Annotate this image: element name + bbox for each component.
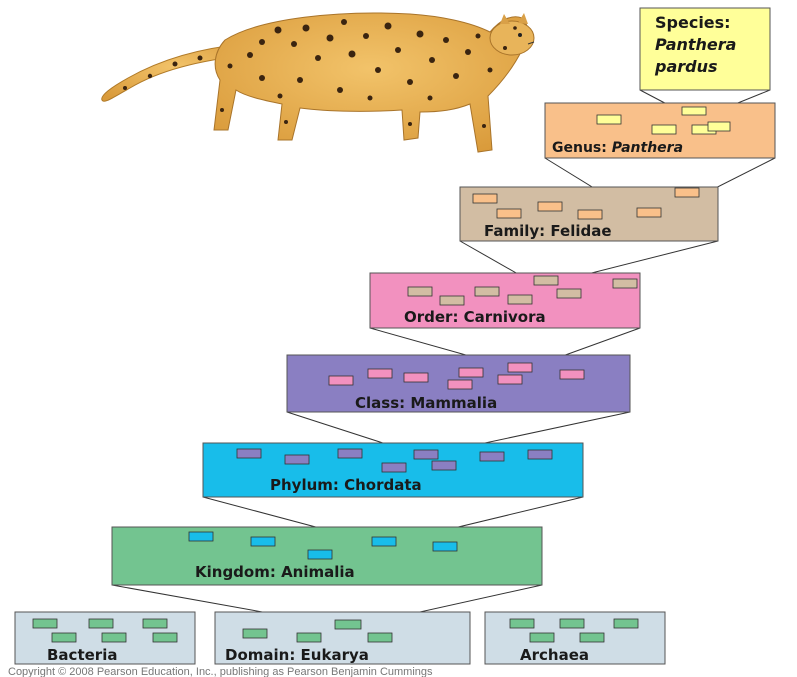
taxon-marker	[472, 193, 498, 204]
archaea-label: Archaea	[520, 646, 589, 664]
taxon-marker	[381, 462, 407, 473]
taxon-marker	[707, 121, 731, 132]
domain-bacteria-box: Bacteria	[14, 611, 196, 665]
species-label: Species:	[655, 13, 731, 32]
taxon-marker	[328, 375, 354, 386]
bacteria-label: Bacteria	[47, 646, 117, 664]
class-label: Class: Mammalia	[355, 394, 497, 412]
taxon-marker	[250, 536, 276, 547]
taxon-marker	[407, 286, 433, 297]
taxon-marker	[236, 448, 262, 459]
taxon-marker	[337, 448, 363, 459]
taxon-marker	[577, 209, 603, 220]
taxon-marker	[242, 628, 268, 639]
taxon-marker	[367, 368, 393, 379]
taxon-marker	[51, 632, 77, 643]
taxon-marker	[556, 288, 582, 299]
family-box: Family: Felidae	[459, 186, 719, 242]
kingdom-marker	[334, 619, 362, 630]
taxon-marker	[284, 454, 310, 465]
taxon-marker	[537, 201, 563, 212]
taxon-marker	[439, 295, 465, 306]
taxon-marker	[479, 451, 505, 462]
taxon-marker	[509, 618, 535, 629]
phylum-box: Phylum: Chordata	[202, 442, 584, 498]
class-marker	[413, 449, 439, 460]
order-label: Order: Carnivora	[404, 308, 546, 326]
order-box: Order: Carnivora	[369, 272, 641, 329]
taxon-marker	[579, 632, 605, 643]
taxon-marker	[639, 7, 771, 91]
taxon-marker	[507, 294, 533, 305]
phylum-marker	[371, 536, 397, 547]
taxon-marker	[674, 187, 700, 198]
family-marker	[533, 275, 559, 286]
taxon-marker	[559, 618, 585, 629]
order-marker	[507, 362, 533, 373]
taxon-marker	[431, 460, 457, 471]
class-box: Class: Mammalia	[286, 354, 631, 413]
phylum-label: Phylum: Chordata	[270, 476, 422, 494]
eukarya-label: Domain: Eukarya	[225, 646, 369, 664]
taxon-marker	[369, 272, 641, 329]
domain-eukarya-box: Domain: Eukarya	[214, 611, 471, 665]
taxon-marker	[403, 372, 429, 383]
taxon-marker	[559, 369, 585, 380]
taxon-marker	[88, 618, 114, 629]
taxon-marker	[152, 632, 178, 643]
copyright-text: Copyright © 2008 Pearson Education, Inc.…	[8, 666, 433, 677]
taxon-marker	[447, 379, 473, 390]
taxon-marker	[496, 208, 522, 219]
species-name-line2: pardus	[654, 57, 718, 76]
genus-label: Genus: Panthera	[552, 140, 683, 156]
taxon-marker	[458, 367, 484, 378]
taxon-marker	[527, 449, 553, 460]
taxon-marker	[596, 114, 622, 125]
taxon-marker	[613, 618, 639, 629]
taxon-marker	[142, 618, 168, 629]
taxon-marker	[497, 374, 523, 385]
family-label: Family: Felidae	[484, 222, 612, 240]
kingdom-label: Kingdom: Animalia	[195, 563, 355, 581]
taxon-marker	[32, 618, 58, 629]
kingdom-box: Kingdom: Animalia	[111, 526, 543, 586]
taxon-marker	[101, 632, 127, 643]
taxon-marker	[367, 632, 393, 643]
domain-archaea-box: Archaea	[484, 611, 666, 665]
taxon-marker	[612, 278, 638, 289]
genus-box: Genus: Panthera	[544, 102, 776, 159]
species-name-line1: Panthera	[655, 35, 736, 54]
genus-marker	[636, 207, 662, 218]
taxon-marker	[651, 124, 677, 135]
species-marker	[681, 106, 707, 116]
species-box: Species: Panthera pardus	[639, 7, 771, 91]
taxon-marker	[529, 632, 555, 643]
taxon-marker	[474, 286, 500, 297]
leopard-illustration	[101, 12, 535, 153]
taxon-marker	[188, 531, 214, 542]
taxon-marker	[296, 632, 322, 643]
taxon-marker	[432, 541, 458, 552]
taxon-marker	[307, 549, 333, 560]
